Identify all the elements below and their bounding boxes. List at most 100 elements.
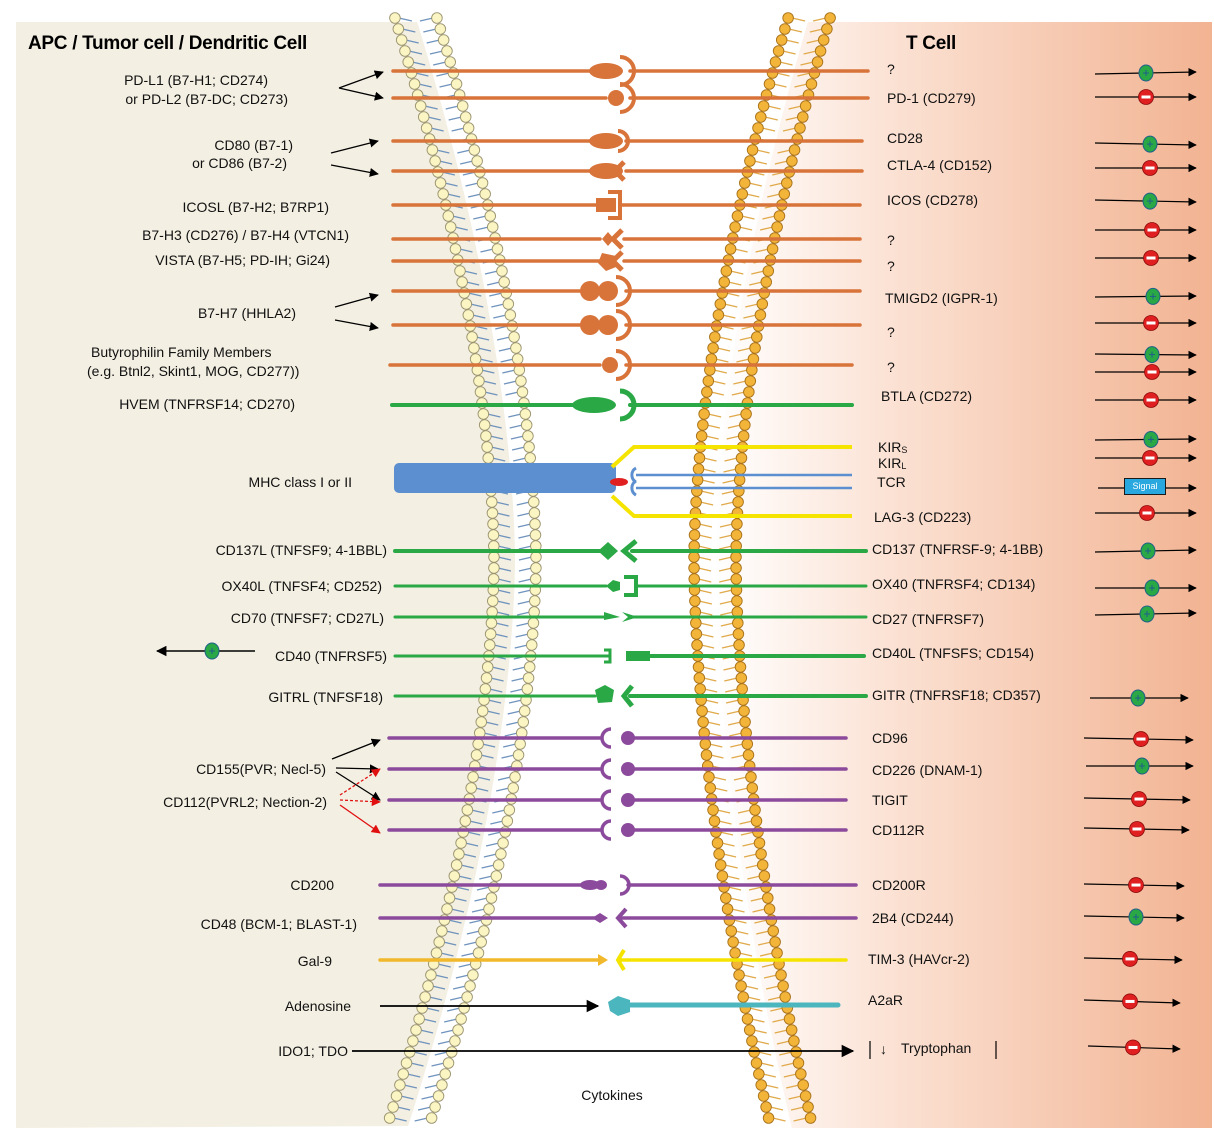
lipid-tail [496, 611, 510, 616]
lipid-tail [518, 578, 532, 583]
lipid-tail [767, 105, 781, 110]
lipid-tail [737, 809, 752, 814]
lipid-tail [724, 457, 738, 462]
lipid-tail [753, 160, 768, 165]
lipid-tail [419, 1029, 434, 1034]
lipid-tail [747, 292, 761, 297]
lipid-tail [738, 952, 753, 957]
lipid-tail [719, 545, 733, 550]
receptor-head-b7h7-tmigd2 [615, 275, 632, 307]
ligand-cd200: CD200 [290, 877, 334, 893]
lipid-head [478, 925, 490, 937]
inhibitory-marker-pd1-minus [1141, 95, 1151, 99]
lipid-head [483, 639, 496, 651]
lipid-tail [762, 215, 776, 220]
lipid-head [467, 771, 479, 783]
receptor-a2ar: A2aR [868, 992, 904, 1008]
lipid-tail [498, 347, 513, 352]
lipid-tail [721, 644, 736, 649]
lipid-head [522, 430, 534, 442]
lipid-tail [725, 688, 739, 693]
receptor-head-butyrophilin-unknown [615, 349, 632, 381]
lipid-head [437, 188, 449, 200]
lipid-tail [718, 556, 733, 561]
lipid-tail [454, 226, 468, 231]
lipid-tail [419, 17, 434, 22]
receptor-2b4: 2B4 (CD244) [872, 910, 954, 926]
lipid-head [771, 221, 783, 233]
receptor-cd200r: CD200R [872, 877, 926, 893]
ligand-head-cd70 [604, 612, 620, 620]
lipid-head [459, 815, 472, 827]
ligand-head-cd112-cd112r [600, 819, 612, 841]
lipid-tail [452, 215, 466, 220]
lipid-tail [724, 864, 738, 869]
lipid-head [707, 342, 719, 354]
lipid-tail [700, 633, 714, 638]
lipid-tail [698, 578, 712, 583]
lipid-head [778, 188, 791, 200]
lipid-tail [413, 1051, 427, 1056]
lipid-head [476, 177, 489, 189]
lipid-head [799, 100, 812, 112]
receptor-cd226: CD226 (DNAM-1) [872, 762, 983, 778]
lipid-tail [495, 501, 509, 506]
lipid-head [484, 210, 497, 222]
tryptophan-down-arrow: ↓ [880, 1041, 887, 1057]
ligand-head-b7h7-tmigd2 [580, 281, 600, 301]
lipid-tail [754, 919, 768, 924]
lipid-head [521, 683, 534, 695]
lipid-tail [714, 787, 728, 792]
lipid-head [698, 408, 710, 420]
lipid-head [756, 298, 769, 310]
lipid-tail [749, 281, 763, 286]
lipid-head [471, 155, 483, 167]
ligand-pdl1: PD-L1 (B7-H1; CD274) [124, 72, 268, 88]
lipid-tail [773, 83, 787, 88]
lipid-tail [440, 1029, 455, 1034]
lipid-tail [743, 853, 758, 858]
ligand-cd70: CD70 (TNFSF7; CD27L) [230, 610, 384, 626]
lipid-head [727, 936, 739, 948]
lipid-head [456, 100, 469, 112]
lipid-tail [752, 908, 766, 913]
lipid-head [805, 78, 818, 90]
lipid-head [693, 452, 706, 464]
lipid-tail [487, 413, 501, 418]
lipid-head [495, 848, 507, 860]
lipid-tail [739, 336, 753, 341]
inhibitory-marker-tigit-minus [1134, 797, 1144, 801]
lipid-tail [719, 523, 734, 528]
lipid-head [507, 782, 519, 794]
lipid-tail [487, 281, 501, 286]
receptor-tmigd2: TMIGD2 (IGPR-1) [885, 290, 998, 306]
lipid-head [799, 1090, 812, 1102]
lipid-head [467, 969, 479, 981]
lipid-tail [496, 336, 511, 341]
receptor-head-cd27 [622, 612, 638, 622]
lipid-head [481, 441, 493, 453]
ligand-head-b7h7-unknown [598, 315, 618, 335]
lipid-head [725, 925, 737, 937]
lipid-head [797, 1079, 809, 1091]
lipid-head [781, 177, 793, 189]
inhibitory-marker-cd200r-minus [1131, 883, 1141, 887]
lipid-tail [782, 127, 797, 132]
lipid-head [461, 991, 473, 1003]
lipid-tail [517, 600, 531, 605]
lipid-head [449, 243, 462, 255]
lipid-head [452, 1024, 464, 1036]
lipid-head [708, 815, 721, 827]
lipid-head [739, 716, 751, 728]
lipid-tail [482, 380, 497, 385]
lipid-head [733, 969, 745, 981]
lipid-tail [698, 589, 712, 594]
lipid-tail [731, 754, 745, 759]
pointer-cd112-cd112r [339, 804, 381, 834]
lipid-tail [497, 545, 511, 550]
receptor-head-pdl-pd1 [619, 82, 636, 114]
lipid-head [455, 1013, 467, 1025]
lipid-tail [418, 83, 432, 88]
lipid-tail [474, 897, 488, 902]
